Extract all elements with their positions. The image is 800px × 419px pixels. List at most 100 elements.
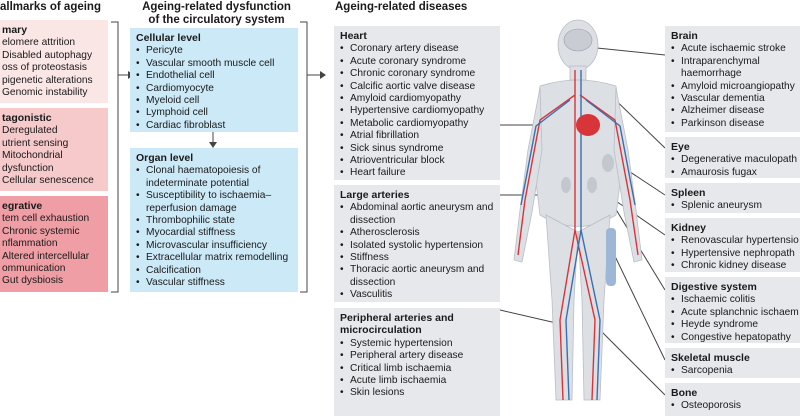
primary-title: mary bbox=[2, 24, 28, 36]
list-item: elomere attrition bbox=[2, 37, 76, 49]
list-item: pigenetic alterations bbox=[2, 74, 93, 86]
list-item: Peripheral artery disease bbox=[340, 350, 494, 363]
eye-box: Eye Degenerative maculopath Amaurosis fu… bbox=[665, 137, 800, 178]
list-item: ommunication bbox=[2, 263, 66, 275]
list-item: Heyde syndrome bbox=[671, 319, 794, 332]
list-item: Calcification bbox=[136, 265, 292, 278]
antagonistic-title: tagonistic bbox=[2, 112, 52, 124]
digestive-box: Digestive system Ischaemic colitis Acute… bbox=[665, 277, 800, 343]
kidney-icon bbox=[587, 177, 597, 193]
list-item: Myeloid cell bbox=[136, 95, 292, 108]
integrative-title: egrative bbox=[2, 200, 43, 212]
list-item: Lymphoid cell bbox=[136, 107, 292, 120]
list-item: Calcific aortic valve disease bbox=[340, 81, 494, 94]
list-item: Deregulated bbox=[2, 125, 58, 137]
list-item: Myocardial stiffness bbox=[136, 227, 292, 240]
list-item: Cardiomyocyte bbox=[136, 83, 292, 96]
arteries bbox=[517, 70, 639, 401]
list-item: Chronic kidney disease bbox=[671, 260, 794, 272]
brain-box: Brain Acute ischaemic stroke Intraparenc… bbox=[665, 26, 800, 132]
neck-shape bbox=[569, 65, 587, 81]
list-item: Stiffness bbox=[340, 252, 494, 265]
list-item: Susceptibility to ischaemia–reperfusion … bbox=[136, 190, 292, 215]
skeletal-muscle-box: Skeletal muscle Sarcopenia bbox=[665, 348, 800, 378]
kidney-box: Kidney Renovascular hypertensio Hyperten… bbox=[665, 218, 800, 272]
eye-title: Eye bbox=[671, 141, 690, 153]
list-item: Ischaemic colitis bbox=[671, 294, 794, 307]
list-item: Disabled autophagy bbox=[2, 49, 93, 61]
torso-shape bbox=[531, 79, 625, 227]
hallmarks-bracket bbox=[111, 21, 119, 293]
hallmarks-integrative-box: egrative tem cell exhaustion Chronic sys… bbox=[0, 196, 108, 292]
list-item: Vascular stiffness bbox=[136, 277, 292, 290]
left-arm-shape bbox=[513, 87, 543, 263]
cellular-title: Cellular level bbox=[136, 32, 201, 44]
list-item: Critical limb ischaemia bbox=[340, 363, 494, 376]
hallmarks-antagonistic-box: tagonistic Deregulated utrient sensing M… bbox=[0, 108, 108, 191]
list-item: Renovascular hypertensio bbox=[671, 235, 799, 248]
list-item: Alzheimer disease bbox=[671, 105, 794, 118]
right-arm-shape bbox=[613, 87, 643, 263]
list-item: Amaurosis fugax bbox=[671, 167, 794, 178]
skeletal-title: Skeletal muscle bbox=[671, 352, 750, 364]
brain-title: Brain bbox=[671, 30, 698, 42]
brain-leader bbox=[596, 47, 666, 56]
circulatory-header-line2: of the circulatory system bbox=[148, 14, 285, 26]
list-item: Systemic hypertension bbox=[340, 338, 494, 351]
circulatory-arrowhead bbox=[320, 71, 326, 79]
list-item: Coronary artery disease bbox=[340, 43, 494, 56]
list-item: Chronic systemic bbox=[2, 225, 80, 237]
muscle-icon bbox=[606, 228, 616, 286]
right-leg-shape bbox=[577, 214, 611, 401]
cellular-level-box: Cellular level Pericyte Vascular smooth … bbox=[130, 28, 298, 133]
list-item: Splenic aneurysm bbox=[671, 200, 794, 213]
list-item: Sick sinus syndrome bbox=[340, 143, 494, 156]
list-item: Vascular smooth muscle cell bbox=[136, 58, 292, 71]
list-item: Amyloid microangiopathy bbox=[671, 81, 795, 94]
list-item: Microvascular insufficiency bbox=[136, 240, 292, 253]
list-item: Congestive hepatopathy bbox=[671, 332, 794, 343]
list-item: Atrioventricular block bbox=[340, 155, 494, 168]
list-item: Cellular senescence bbox=[2, 175, 94, 187]
large-arteries-title: Large arteries bbox=[340, 189, 410, 201]
list-item: Hypertensive nephropath bbox=[671, 248, 795, 261]
cellular-organ-arrowhead bbox=[209, 142, 217, 148]
peripheral-title-line1: Peripheral arteries and bbox=[340, 312, 454, 324]
diseases-header: Ageing-related diseases bbox=[335, 1, 468, 13]
heart-title: Heart bbox=[340, 30, 367, 42]
large-arteries-box: Large arteries Abdominal aortic aneurysm… bbox=[334, 185, 500, 302]
list-item: Endothelial cell bbox=[136, 70, 292, 83]
list-item: oss of proteostasis bbox=[2, 62, 87, 74]
organ-title: Organ level bbox=[136, 152, 194, 164]
list-item: Osteoporosis bbox=[671, 400, 794, 413]
list-item: tem cell exhaustion bbox=[2, 213, 90, 225]
list-item: Acute splanchnic ischaem bbox=[671, 307, 799, 320]
list-item: Isolated systolic hypertension bbox=[340, 240, 494, 253]
list-item: Parkinson disease bbox=[671, 118, 794, 131]
list-item: Clonal haematopoiesis of indeterminate p… bbox=[136, 165, 292, 190]
digestive-title: Digestive system bbox=[671, 281, 757, 293]
spleen-icon bbox=[602, 154, 614, 172]
circulatory-header: Ageing-related dysfunction of the circul… bbox=[134, 1, 299, 27]
list-item: Vascular dementia bbox=[671, 93, 794, 106]
list-item: nflammation bbox=[2, 238, 58, 250]
spleen-box: Spleen Splenic aneurysm bbox=[665, 183, 800, 213]
heart-icon bbox=[576, 114, 600, 136]
peripheral-title-line2: microcirculation bbox=[340, 324, 422, 337]
list-item: utrient sensing bbox=[2, 137, 69, 149]
list-item: Thrombophilic state bbox=[136, 215, 292, 228]
list-item: Abdominal aortic aneurysm and dissection bbox=[340, 202, 494, 227]
list-item: Altered intercellular bbox=[2, 250, 90, 262]
list-item: Thoracic aortic aneurysm and dissection bbox=[340, 264, 494, 289]
veins bbox=[520, 70, 636, 401]
list-item: Heart failure bbox=[340, 167, 494, 180]
list-item: Acute coronary syndrome bbox=[340, 56, 494, 69]
skeletal-leader bbox=[611, 249, 666, 361]
organ-level-box: Organ level Clonal haematopoiesis of ind… bbox=[130, 148, 298, 292]
list-item: Mitochondrial bbox=[2, 150, 63, 162]
hallmarks-header: allmarks of ageing bbox=[0, 1, 101, 13]
list-item: Metabolic cardiomyopathy bbox=[340, 118, 494, 131]
list-item: Skin lesions bbox=[340, 387, 494, 400]
list-item: Intraparenchymal haemorrhage bbox=[671, 56, 791, 81]
